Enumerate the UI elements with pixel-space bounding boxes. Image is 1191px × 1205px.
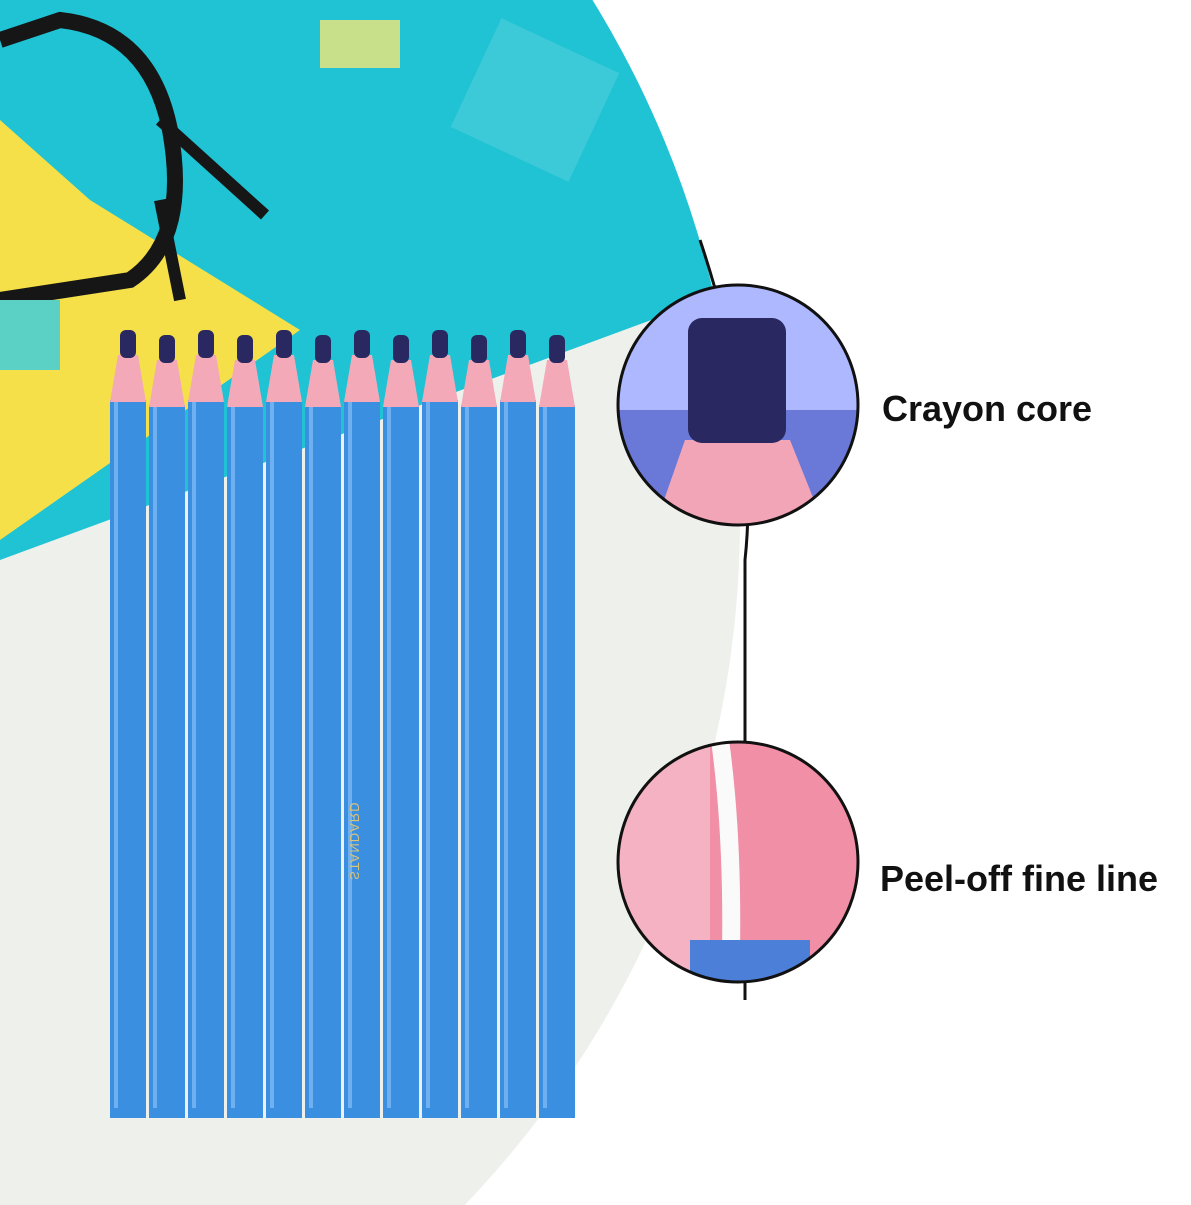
- paper-wrap: [110, 355, 146, 402]
- pencil: [188, 330, 224, 1118]
- pencil-set: [110, 330, 575, 1118]
- pencil-highlight: [270, 400, 274, 1108]
- crayon-core: [159, 335, 175, 363]
- pencil: [227, 335, 263, 1118]
- paper-wrap: [500, 355, 536, 402]
- pencil-brand-text: STANDARD: [347, 801, 362, 880]
- crayon-core: [315, 335, 331, 363]
- crayon-core: [354, 330, 370, 358]
- paper-wrap: [227, 360, 263, 407]
- pencil: [305, 335, 341, 1118]
- paper-wrap: [305, 360, 341, 407]
- peel-off-label: Peel-off fine line: [880, 858, 1159, 899]
- crayon-core: [432, 330, 448, 358]
- paper-wrap: [188, 355, 224, 402]
- crayon-core: [471, 335, 487, 363]
- paper-wrap: [539, 360, 575, 407]
- clip-left: [0, 300, 60, 370]
- paper-wrap: [461, 360, 497, 407]
- crayon-core: [549, 335, 565, 363]
- pencil: [344, 330, 380, 1118]
- crayon-core: [276, 330, 292, 358]
- pencil: [383, 335, 419, 1118]
- eraser: [450, 18, 620, 182]
- yellow-paper: [0, 120, 300, 540]
- crayon-core: [510, 330, 526, 358]
- pencil: [500, 330, 536, 1118]
- paper-wrap: [344, 355, 380, 402]
- pencil-highlight: [114, 400, 118, 1108]
- paper-wrap: [149, 360, 185, 407]
- crayon-core: [120, 330, 136, 358]
- pencil-highlight: [504, 400, 508, 1108]
- pencil: [149, 335, 185, 1118]
- pencil: [110, 330, 146, 1118]
- paper-wrap: [266, 355, 302, 402]
- pencil-highlight: [426, 400, 430, 1108]
- pencil-highlight: [231, 405, 235, 1108]
- paper-wrap: [422, 355, 458, 402]
- pencil: [539, 335, 575, 1118]
- crayon-core: [237, 335, 253, 363]
- crayon-core: [198, 330, 214, 358]
- pencil: [461, 335, 497, 1118]
- crayon-core: [393, 335, 409, 363]
- pencil: [266, 330, 302, 1118]
- crayon-core-label: Crayon core: [882, 388, 1093, 429]
- pencil-highlight: [543, 405, 547, 1108]
- pencil: [422, 330, 458, 1118]
- paper-wrap: [383, 360, 419, 407]
- pencil-highlight: [348, 400, 352, 1108]
- pencil-highlight: [309, 405, 313, 1108]
- pencil-highlight: [387, 405, 391, 1108]
- pencil-highlight: [192, 400, 196, 1108]
- pencil-highlight: [465, 405, 469, 1108]
- binder-clip: [320, 20, 400, 68]
- glasses: [0, 11, 270, 308]
- pencil-highlight: [153, 405, 157, 1108]
